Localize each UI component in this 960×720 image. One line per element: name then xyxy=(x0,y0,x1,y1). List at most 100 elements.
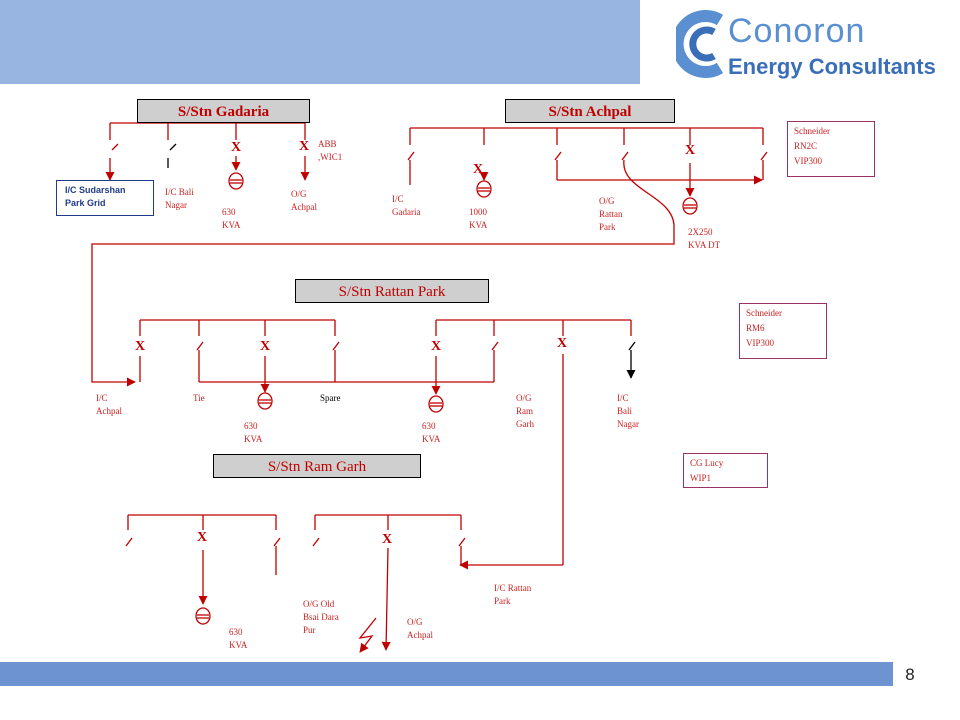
label-line: Ram xyxy=(516,406,533,416)
label-630kva-rattan-2: 630 KVA xyxy=(422,420,440,446)
achpal-busbar xyxy=(409,127,764,145)
label-line: Garh xyxy=(516,419,534,429)
breaker-rattan-park-ic-achpal: X xyxy=(135,339,146,354)
label-ic-rattan-park: I/C Rattan Park xyxy=(494,582,531,608)
rattan-park-busbar-left xyxy=(139,319,494,383)
achpal-feeder-2x250kva xyxy=(682,163,698,215)
rattan-park-busbar-right xyxy=(435,319,632,382)
breaker-gadaria-transformer: X xyxy=(231,140,242,155)
label-line: 1000 xyxy=(469,207,487,217)
ram-garh-feeder-630kva xyxy=(195,550,211,625)
label-line: O/G Old xyxy=(303,599,335,609)
substation-title-ram-garh: S/Stn Ram Garh xyxy=(213,454,421,478)
label-line: 630 xyxy=(422,421,436,431)
label-og-old-bsai-dara-pur: O/G Old Bsai Dara Pur xyxy=(303,598,339,637)
label-line: 630 xyxy=(222,207,236,217)
label-line: Gadaria xyxy=(392,207,421,217)
label-630kva-rattan-1: 630 KVA xyxy=(244,420,262,446)
legend-line: VIP300 xyxy=(794,156,823,166)
label-line: KVA xyxy=(222,220,241,230)
breaker-achpal-transformer-1000: X xyxy=(473,162,484,177)
label-line: I/C Sudarshan xyxy=(65,185,126,195)
logo-text-line1: Conoron xyxy=(728,12,866,50)
legend-line: WIP1 xyxy=(690,473,711,483)
label-line: Park Grid xyxy=(65,198,106,208)
legend-schneider-rm6: Schneider RM6 VIP300 xyxy=(739,303,827,359)
label-line: KVA xyxy=(422,434,441,444)
breaker-rattan-park-og-ram-garh: X xyxy=(557,336,568,351)
label-630kva-ram-garh: 630 KVA xyxy=(229,626,247,652)
legend-line: Schneider xyxy=(794,126,830,136)
logo-text-line2: Energy Consultants xyxy=(728,54,936,79)
label-line: Achpal xyxy=(291,202,317,212)
gadaria-feeder-sudarshan xyxy=(105,143,119,181)
label-1000kva: 1000 KVA xyxy=(469,206,487,232)
breaker-ram-garh-og-achpal: X xyxy=(382,532,393,547)
label-line: I/C xyxy=(617,393,629,403)
breaker-achpal-transformer-2x250: X xyxy=(685,143,696,158)
label-og-achpal-ram-garh: O/G Achpal xyxy=(407,616,433,642)
rattan-park-to-ram-garh-link xyxy=(459,354,564,570)
label-line: I/C xyxy=(96,393,108,403)
label-og-achpal-gadaria: O/G Achpal xyxy=(291,188,317,214)
label-line: Nagar xyxy=(617,419,639,429)
label-line: I/C Rattan xyxy=(494,583,532,593)
label-line: KVA xyxy=(229,640,248,650)
substation-title-rattan-park: S/Stn Rattan Park xyxy=(295,279,489,303)
label-og-ram-garh: O/G Ram Garh xyxy=(516,392,534,431)
rattan-park-feeder-ic-bali-nagar xyxy=(626,341,636,379)
substation-title-achpal: S/Stn Achpal xyxy=(505,99,675,123)
label-ic-gadaria: I/C Gadaria xyxy=(392,193,420,219)
label-line: 630 xyxy=(229,627,243,637)
ram-garh-feeder-og-achpal xyxy=(381,547,391,651)
label-spare: Spare xyxy=(320,392,341,405)
gadaria-busbar xyxy=(109,122,306,140)
label-tie: Tie xyxy=(193,392,205,405)
legend-line: CG Lucy xyxy=(690,458,724,468)
ram-garh-feeder-old-bsai-dara-pur xyxy=(358,617,377,653)
breaker-rattan-park-transformer-1: X xyxy=(260,339,271,354)
label-line: Bali xyxy=(617,406,632,416)
legend-line: RN2C xyxy=(794,141,818,151)
label-line: Park xyxy=(494,596,511,606)
label-ic-bali-nagar-rattan: I/C Bali Nagar xyxy=(617,392,639,431)
gadaria-feeder-bali-nagar xyxy=(167,143,177,168)
label-line: Bsai Dara xyxy=(303,612,339,622)
achpal-feeder-ic-gadaria xyxy=(407,151,415,185)
achpal-feeder-og-rattan-park xyxy=(554,151,768,185)
label-line: KVA xyxy=(469,220,488,230)
legend-line: RM6 xyxy=(746,323,765,333)
ram-garh-busbar-right xyxy=(312,514,466,565)
ram-garh-busbar-left xyxy=(125,514,281,575)
header-band xyxy=(0,0,640,84)
label-630kva-gadaria: 630 KVA xyxy=(222,206,240,232)
legend-cg-lucy: CG Lucy WIP1 xyxy=(683,453,768,488)
footer-band xyxy=(0,662,920,686)
legend-schneider-rn2c: Schneider RN2C VIP300 xyxy=(787,121,875,177)
gadaria-feeder-630kva xyxy=(228,156,244,190)
company-logo: Conoron Energy Consultants xyxy=(671,10,956,90)
label-line: O/G xyxy=(516,393,532,403)
label-line: 2X250 xyxy=(688,227,713,237)
label-line: I/C Bali xyxy=(165,187,194,197)
label-line: I/C xyxy=(392,194,404,204)
rattan-park-feeder-630kva-1 xyxy=(257,356,273,410)
rattan-park-feeder-630kva-2 xyxy=(428,356,444,413)
label-og-rattan-park: O/G Rattan Park xyxy=(599,195,623,234)
label-line: Achpal xyxy=(407,630,433,640)
label-line: Nagar xyxy=(165,200,187,210)
label-line: Park xyxy=(599,222,616,232)
legend-line: VIP300 xyxy=(746,338,775,348)
label-line: ,WIC1 xyxy=(318,152,343,162)
achpal-to-rattan-park-link xyxy=(91,159,675,387)
label-line: Achpal xyxy=(96,406,122,416)
label-2x250-kva-dt: 2X250 KVA DT xyxy=(688,226,720,252)
logo-mark-icon xyxy=(671,10,724,78)
label-line: Pur xyxy=(303,625,316,635)
label-abb-wic1: ABB ,WIC1 xyxy=(318,138,342,164)
label-ic-achpal: I/C Achpal xyxy=(96,392,122,418)
substation-title-gadaria: S/Stn Gadaria xyxy=(137,99,310,123)
label-line: KVA DT xyxy=(688,240,721,250)
label-line: 630 xyxy=(244,421,258,431)
label-ic-bali-nagar-gadaria: I/C Bali Nagar xyxy=(165,186,194,212)
